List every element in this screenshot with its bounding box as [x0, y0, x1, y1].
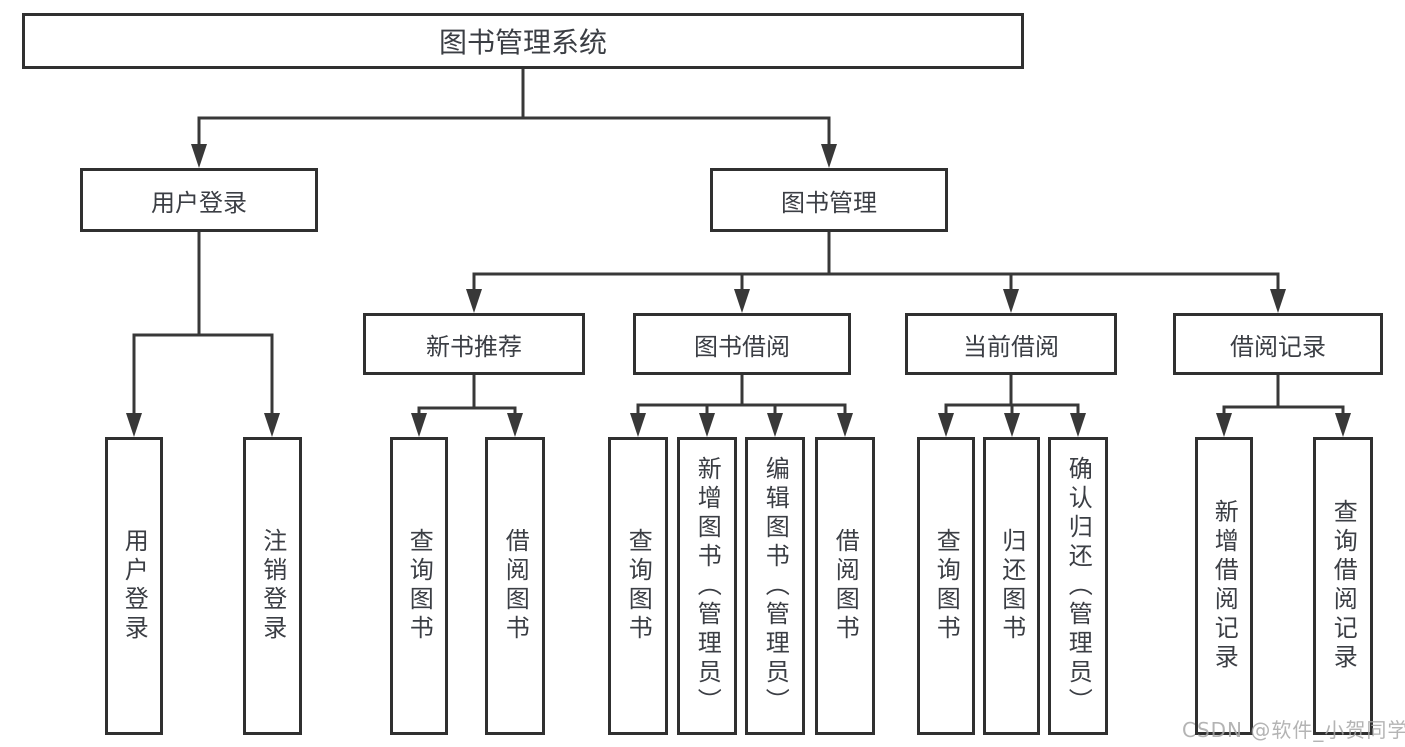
node-root-system: 图书管理系统 — [22, 13, 1024, 69]
node-book-management-branch: 图书管理 — [710, 168, 948, 232]
arrowhead-icon — [821, 144, 837, 168]
arrowhead-icon — [466, 289, 482, 313]
leaf-user-login: 用户登录 — [105, 437, 163, 735]
node-borrowing-records: 借阅记录 — [1173, 313, 1383, 375]
leaf-borrow-books-1: 借阅图书 — [485, 437, 545, 735]
arrowhead-icon — [734, 289, 750, 313]
arrowhead-icon — [1003, 289, 1019, 313]
connector-bookmgmt-to-level3 — [472, 232, 1280, 290]
connector-strokes — [132, 69, 1345, 414]
arrowhead-icon — [264, 413, 280, 437]
leaf-query-books-1: 查询图书 — [390, 437, 448, 735]
node-new-book-recommend: 新书推荐 — [363, 313, 585, 375]
connector-current-to-leaves — [944, 375, 1080, 414]
arrowhead-icon — [191, 144, 207, 168]
arrowhead-icon — [1270, 289, 1286, 313]
arrowhead-icon — [1004, 413, 1020, 437]
arrowhead-icon — [630, 413, 646, 437]
connector-root-to-level2 — [197, 69, 831, 144]
arrowhead-icon — [837, 413, 853, 437]
leaf-query-books-2: 查询图书 — [608, 437, 668, 735]
arrowhead-icon — [411, 413, 427, 437]
leaf-query-books-3: 查询图书 — [917, 437, 975, 735]
arrowhead-icon — [767, 413, 783, 437]
arrowhead-icon — [1335, 413, 1351, 437]
leaf-return-books: 归还图书 — [983, 437, 1040, 735]
arrowhead-icon — [938, 413, 954, 437]
connector-newbook-to-leaves — [417, 375, 517, 414]
leaf-add-borrow-record: 新增借阅记录 — [1195, 437, 1253, 735]
leaf-add-books-admin: 新增图书（管理员） — [677, 437, 737, 735]
arrowhead-icon — [1216, 413, 1232, 437]
leaf-edit-books-admin: 编辑图书（管理员） — [745, 437, 805, 735]
leaf-borrow-books-2: 借阅图书 — [815, 437, 875, 735]
connector-userlogin-to-leaves — [132, 232, 274, 413]
connector-records-to-leaves — [1222, 375, 1345, 414]
node-book-borrowing: 图书借阅 — [633, 313, 851, 375]
csdn-watermark: CSDN @软件_小贺同学 — [1182, 718, 1405, 742]
arrowhead-icon — [126, 413, 142, 437]
node-current-borrowing: 当前借阅 — [905, 313, 1117, 375]
leaf-query-borrow-record: 查询借阅记录 — [1313, 437, 1373, 735]
leaf-confirm-return-admin: 确认归还（管理员） — [1048, 437, 1108, 735]
leaf-logout: 注销登录 — [243, 437, 302, 735]
arrowhead-icon — [699, 413, 715, 437]
arrowheads — [126, 144, 1351, 437]
node-user-login-branch: 用户登录 — [80, 168, 318, 232]
arrowhead-icon — [1070, 413, 1086, 437]
arrowhead-icon — [507, 413, 523, 437]
connector-borrow-to-leaves — [636, 375, 847, 414]
